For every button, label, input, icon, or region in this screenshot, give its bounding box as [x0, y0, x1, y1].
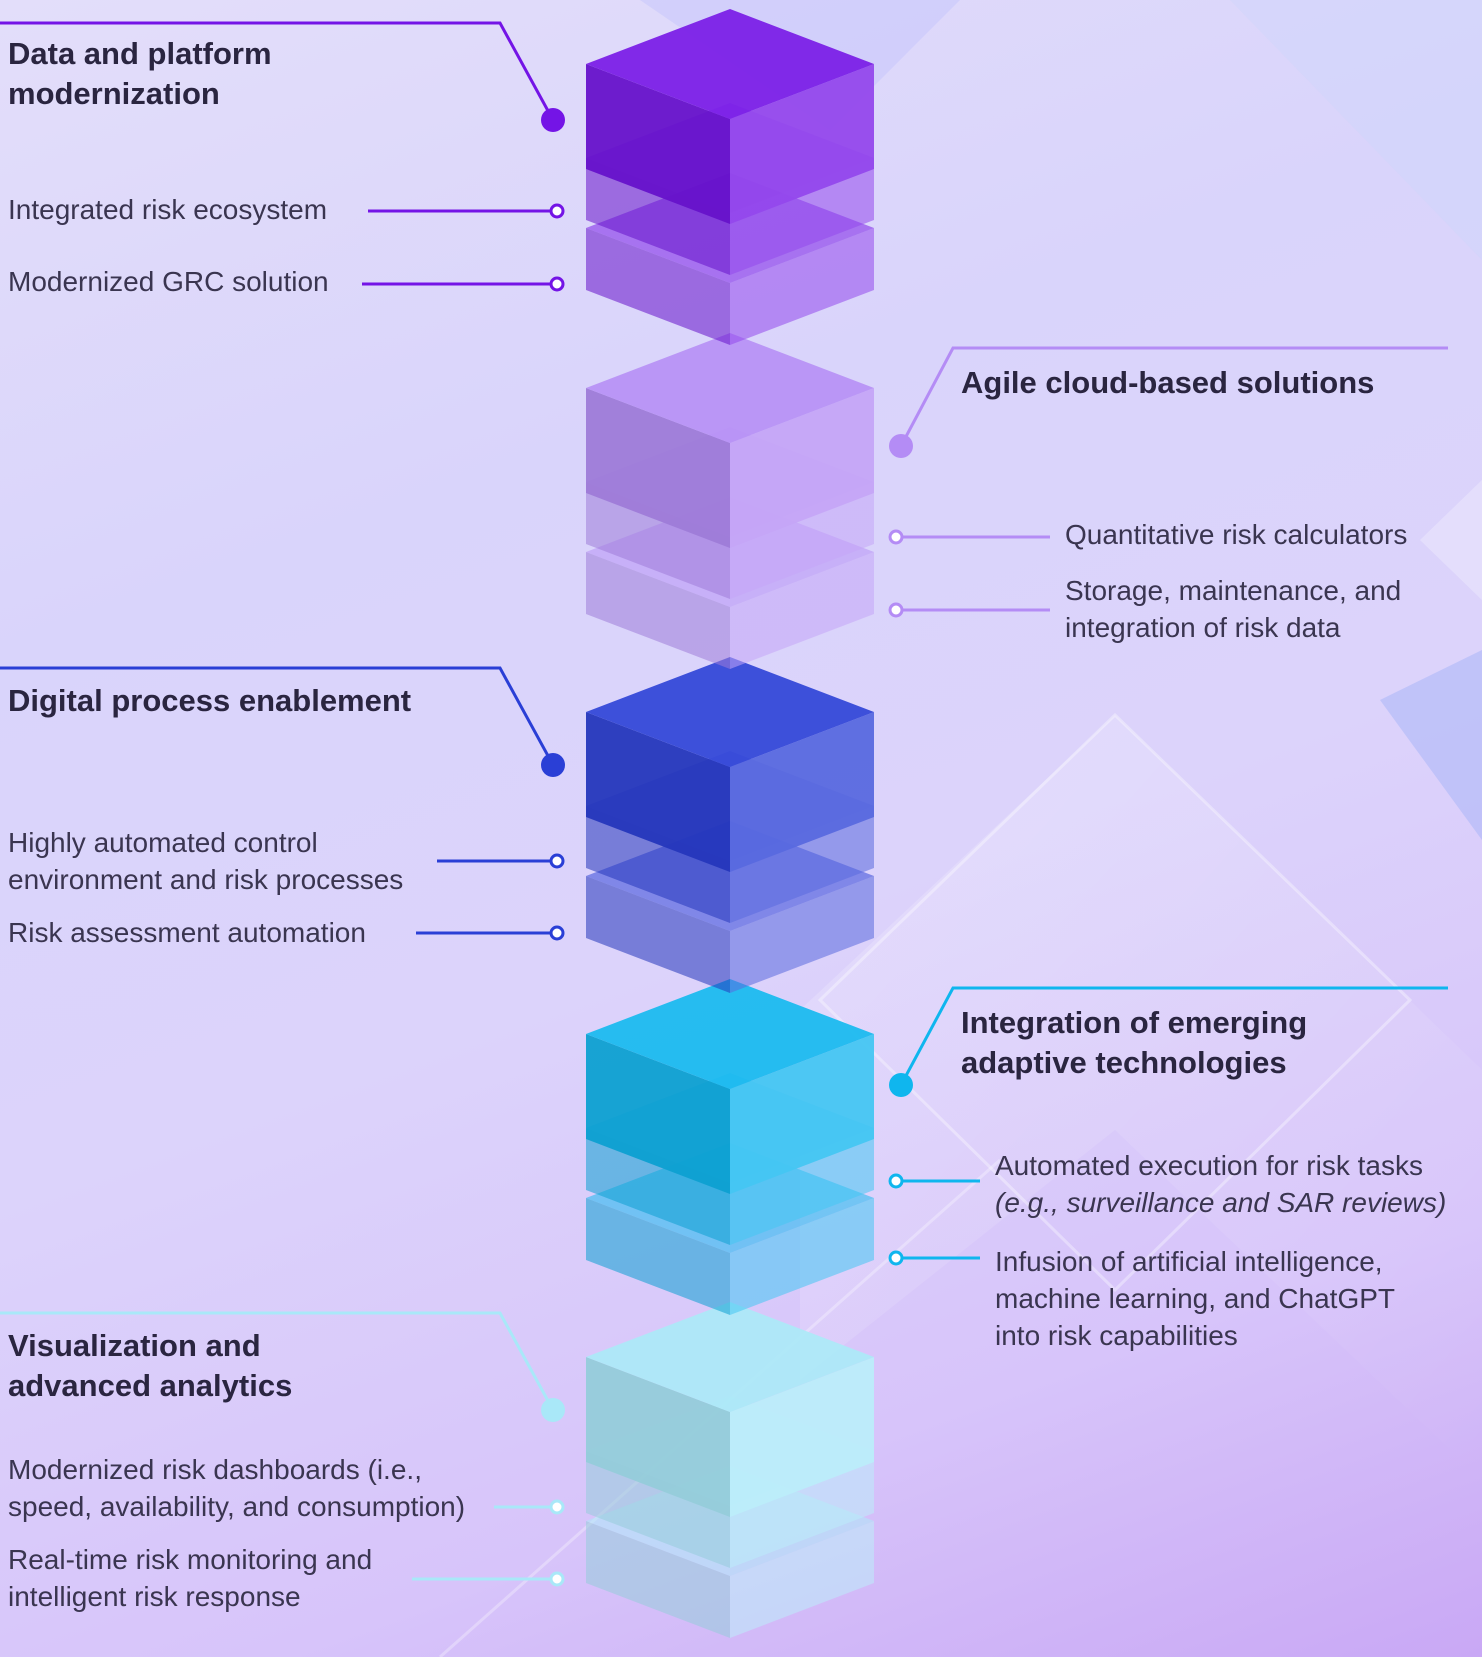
- dot-automated-execution: [888, 1173, 904, 1189]
- dot-highly-automated: [549, 853, 565, 869]
- cube-data-platform-main-top-face: [586, 9, 874, 119]
- dot-integrated-risk-ecosystem: [549, 203, 565, 219]
- cube-data-platform-main-right-face: [730, 64, 874, 224]
- item-automated-execution-text: Automated execution for risk tasks: [995, 1150, 1423, 1181]
- connector-digital-process: [0, 666, 555, 935]
- cube-data-platform-slab-2-right-face: [730, 228, 874, 345]
- cube-agile-cloud-main-top-face: [586, 333, 874, 443]
- dot-real-time-monitoring: [549, 1571, 565, 1587]
- cube-data-platform-main-left-face: [586, 64, 730, 224]
- group-title-data-platform: Data and platform modernization: [8, 36, 272, 111]
- cube-emerging-tech-main-top-face: [586, 979, 874, 1089]
- cube-emerging-tech-main-left-face: [586, 1034, 730, 1194]
- cube-agile-cloud-main-left-face: [586, 388, 730, 548]
- dot-emerging-tech: [889, 1073, 913, 1097]
- cube-visualization-slab-1-left-face: [586, 1451, 730, 1568]
- group-title-agile-cloud: Agile cloud-based solutions: [961, 365, 1375, 400]
- cube-visualization-main-top-face: [586, 1302, 874, 1412]
- cube-agile-cloud-slab-1-left-face: [586, 482, 730, 599]
- item-storage-maintenance: Storage, maintenance, and integration of…: [1065, 575, 1402, 643]
- item-modernized-grc: Modernized GRC solution: [8, 266, 329, 297]
- item-quantitative-risk-calculators: Quantitative risk calculators: [1065, 519, 1408, 550]
- cube-digital-process-main-left-face: [586, 712, 730, 872]
- dot-agile-cloud: [889, 434, 913, 458]
- cube-emerging-tech-slab-1-right-face: [730, 1128, 874, 1245]
- cube-emerging-tech-slab-1-left-face: [586, 1128, 730, 1245]
- dot-data-platform: [541, 108, 565, 132]
- cube-digital-process-slab-1-left-face: [586, 806, 730, 923]
- cube-digital-process-slab-1-right-face: [730, 806, 874, 923]
- cube-agile-cloud-slab-2-right-face: [730, 552, 874, 669]
- item-risk-assessment-automation: Risk assessment automation: [8, 917, 366, 948]
- cube-visualization-main-right-face: [730, 1357, 874, 1517]
- connector-visualization: [0, 1311, 555, 1581]
- item-infusion-ai: Infusion of artificial intelligence, mac…: [995, 1246, 1395, 1351]
- cube-agile-cloud-slab-2-left-face: [586, 552, 730, 669]
- connector-emerging-tech: [899, 986, 1448, 1260]
- cube-visualization-slab-2-right-face: [730, 1521, 874, 1638]
- cube-emerging-tech-slab-2-left-face: [586, 1198, 730, 1315]
- cube-digital-process-slab-2-right-face: [730, 876, 874, 993]
- group-title-visualization: Visualization and advanced analytics: [8, 1328, 293, 1403]
- cube-digital-process-main-right-face: [730, 712, 874, 872]
- item-automated-execution-example: (e.g., surveillance and SAR reviews): [995, 1187, 1447, 1218]
- dot-quantitative-risk: [888, 529, 904, 545]
- cube-visualization-main-left-face: [586, 1357, 730, 1517]
- cube-digital-process-slab-2-left-face: [586, 876, 730, 993]
- cube-agile-cloud-main-right-face: [730, 388, 874, 548]
- dot-visualization: [541, 1398, 565, 1422]
- group-title-digital-process: Digital process enablement: [8, 683, 412, 718]
- cube-digital-process-main-top-face: [586, 657, 874, 767]
- cube-data-platform-slab-2-left-face: [586, 228, 730, 345]
- dot-infusion-ai: [888, 1250, 904, 1266]
- cube-visualization-slab-1-right-face: [730, 1451, 874, 1568]
- cube-data-platform-slab-1-left-face: [586, 158, 730, 275]
- connector-data-platform: [0, 21, 555, 286]
- item-real-time-monitoring: Real-time risk monitoring and intelligen…: [8, 1544, 373, 1612]
- item-modernized-risk-dashboards: Modernized risk dashboards (i.e., speed,…: [8, 1454, 466, 1522]
- dot-digital-process: [541, 753, 565, 777]
- dot-modernized-dashboards: [549, 1499, 565, 1515]
- item-highly-automated-control: Highly automated control environment and…: [8, 827, 404, 895]
- item-automated-execution: Automated execution for risk tasks (e.g.…: [995, 1147, 1475, 1221]
- connector-agile-cloud: [899, 346, 1448, 612]
- cube-visualization-slab-2-left-face: [586, 1521, 730, 1638]
- cube-data-platform-slab-1-right-face: [730, 158, 874, 275]
- group-title-emerging-tech: Integration of emerging adaptive technol…: [961, 1005, 1308, 1080]
- cube-emerging-tech-slab-2-right-face: [730, 1198, 874, 1315]
- cube-emerging-tech-main-right-face: [730, 1034, 874, 1194]
- dot-risk-assessment: [549, 925, 565, 941]
- cube-agile-cloud-slab-1-right-face: [730, 482, 874, 599]
- dot-storage-maintenance: [888, 602, 904, 618]
- item-integrated-risk-ecosystem: Integrated risk ecosystem: [8, 194, 328, 225]
- dot-modernized-grc: [549, 276, 565, 292]
